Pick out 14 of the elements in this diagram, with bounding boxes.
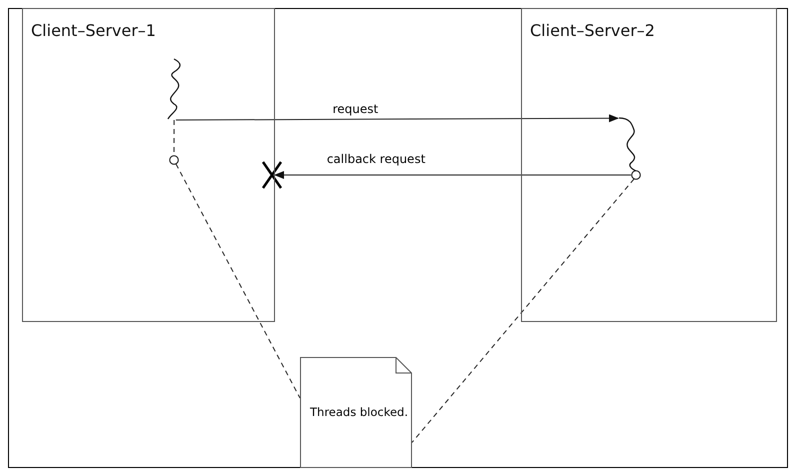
note-text: Threads blocked.	[310, 405, 408, 419]
dashed-line	[176, 164, 300, 399]
server-box	[521, 8, 777, 322]
edge-label: request	[330, 102, 380, 116]
thread-circle-icon	[631, 170, 641, 180]
note-box	[300, 357, 412, 468]
thread-circle-icon	[169, 155, 179, 165]
server-title: Client–Server–1	[31, 21, 156, 40]
dashed-line	[412, 178, 634, 443]
edge-label: callback request	[324, 152, 428, 166]
server-title: Client–Server–2	[530, 21, 655, 40]
arrow	[175, 114, 619, 122]
arrow	[274, 171, 632, 179]
server-box	[22, 8, 275, 322]
